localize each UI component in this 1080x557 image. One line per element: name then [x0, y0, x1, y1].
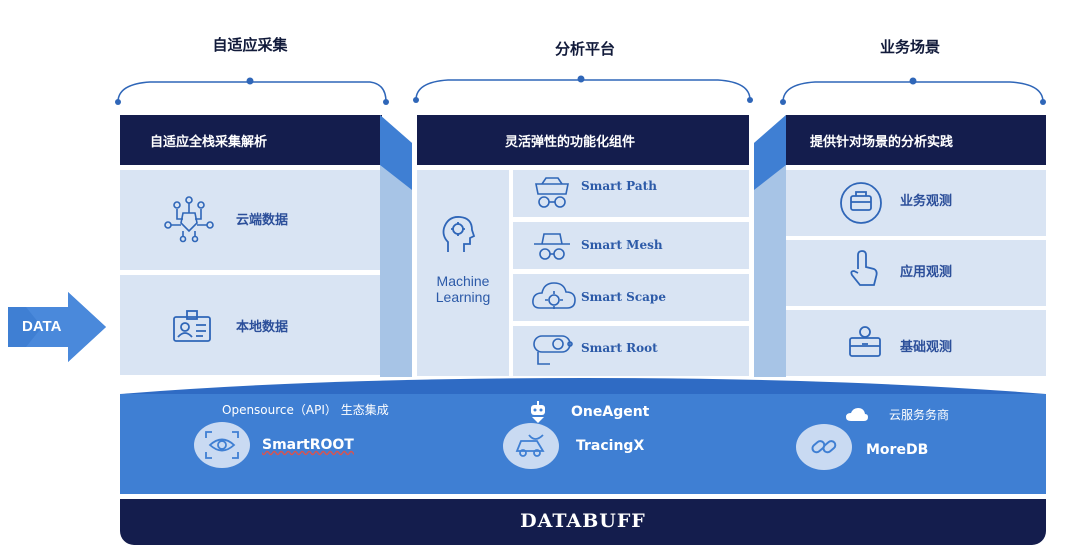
- brace-middle: [413, 75, 753, 103]
- left-side-bevel: [380, 115, 412, 377]
- oneagent-robot-icon: [531, 401, 545, 423]
- column-title-collection: 自适应采集: [212, 36, 288, 54]
- ml-label-line1: Machine: [436, 273, 490, 289]
- left-item-local: 本地数据: [236, 320, 289, 335]
- brace-right: [780, 77, 1046, 105]
- right-panel-application: [786, 240, 1046, 306]
- platform-layer: [120, 394, 1046, 494]
- moredb-icon-circle: [796, 424, 852, 470]
- business-observe-icon: [840, 182, 882, 224]
- data-arrow: [8, 292, 106, 362]
- tracingx-icon-circle: [503, 423, 559, 469]
- smart-root-row: [513, 326, 749, 376]
- databuff-label: DATABUFF: [520, 510, 646, 532]
- left-item-cloud: 云端数据: [236, 213, 289, 228]
- left-header-label: 自适应全栈采集解析: [150, 134, 268, 150]
- databuff-bar: DATABUFF: [120, 499, 1046, 545]
- middle-header: 灵活弹性的功能化组件: [417, 115, 749, 165]
- column-title-platform: 分析平台: [554, 40, 615, 58]
- brain-head-icon: [442, 216, 476, 252]
- link-icon: [811, 440, 837, 454]
- smart-scape-label: Smart Scape: [581, 290, 666, 304]
- smart-scape-row: [513, 274, 749, 321]
- middle-header-label: 灵活弹性的功能化组件: [505, 134, 636, 150]
- column-title-scenarios: 业务场景: [879, 38, 940, 56]
- brace-left: [115, 77, 389, 105]
- eye-scan-icon: [205, 431, 239, 459]
- smartroot-icon-circle: [194, 422, 250, 468]
- application-observe-icon: [850, 250, 878, 286]
- left-panel-cloud: [120, 170, 380, 270]
- smartroot-label: SmartROOT: [262, 437, 354, 453]
- cloud-service-icon: [846, 408, 868, 421]
- ml-label-line2: Learning: [435, 289, 491, 305]
- right-header-label: 提供针对场景的分析实践: [810, 134, 954, 150]
- right-panel-business: [786, 170, 1046, 236]
- platform-top-slope: [120, 378, 1046, 394]
- data-arrow-label: DATA: [22, 318, 62, 335]
- opensource-label: Opensource（API） 生态集成: [222, 403, 389, 417]
- smart-mesh-label: Smart Mesh: [581, 238, 663, 252]
- smart-mesh-row: [513, 222, 749, 269]
- smart-scape-icon: [532, 282, 576, 309]
- smart-path-icon: [535, 177, 569, 208]
- smart-path-label: Smart Path: [581, 179, 657, 193]
- ml-panel: [417, 170, 509, 376]
- local-data-icon: [173, 310, 211, 342]
- oneagent-label: OneAgent: [571, 404, 650, 420]
- cloud-service-label: 云服务务商: [889, 408, 950, 422]
- tracing-car-icon: [515, 434, 545, 457]
- moredb-label: MoreDB: [866, 442, 929, 458]
- right-item-infrastructure: 基础观测: [900, 340, 953, 355]
- right-item-business: 业务观测: [900, 194, 953, 209]
- left-panel-local: [120, 275, 380, 375]
- right-panel-infrastructure: [786, 310, 1046, 376]
- smart-mesh-icon: [534, 233, 570, 260]
- right-side-bevel: [754, 115, 786, 377]
- tracingx-label: TracingX: [576, 438, 645, 454]
- cloud-data-icon: [164, 196, 214, 243]
- right-item-application: 应用观测: [900, 265, 953, 280]
- smart-root-icon: [533, 335, 573, 365]
- right-header: 提供针对场景的分析实践: [786, 115, 1046, 165]
- infrastructure-observe-icon: [849, 326, 881, 357]
- left-header: 自适应全栈采集解析: [120, 115, 382, 165]
- smart-root-label: Smart Root: [581, 341, 658, 355]
